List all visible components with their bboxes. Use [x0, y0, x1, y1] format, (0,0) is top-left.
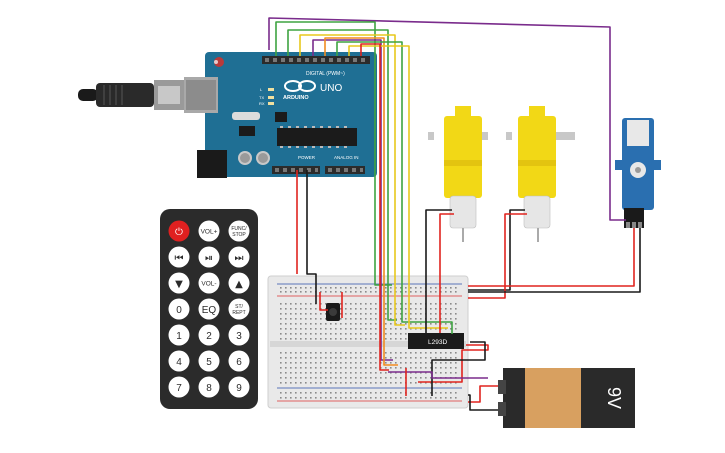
remote-button-7[interactable]: 7 — [168, 376, 190, 398]
arduino-model: UNO — [320, 83, 342, 94]
remote-button-9[interactable]: 9 — [228, 376, 250, 398]
led-label-l: L — [260, 87, 263, 92]
remote-play-pause-button[interactable]: ⏯ — [198, 246, 220, 268]
battery-label: 9V — [604, 387, 624, 409]
remote-button-eq[interactable]: EQ — [198, 298, 220, 320]
wire-red-battery — [468, 385, 498, 403]
remote-button-5[interactable]: 5 — [198, 350, 220, 372]
wire-red-ir — [319, 292, 328, 311]
remote-button-label: 7 — [176, 383, 182, 394]
remote-button-label: REPT — [232, 310, 245, 316]
led-label-tx: TX — [259, 95, 264, 100]
down-icon: ▼ — [175, 279, 183, 290]
remote-button-8[interactable]: 8 — [198, 376, 220, 398]
arduino-brand: ARDUINO — [283, 95, 309, 101]
dc-motor-left — [428, 106, 488, 242]
remote-button-label: 6 — [236, 357, 242, 368]
power-header — [272, 166, 320, 174]
wire-green-3 — [336, 41, 453, 334]
remote-fast-forward-button[interactable]: ⏭ — [228, 246, 250, 268]
rewind-icon: ⏮ — [175, 253, 184, 264]
wire-red-digital — [360, 43, 389, 371]
remote-button-6[interactable]: 6 — [228, 350, 250, 372]
wire-black-gnd — [306, 170, 317, 304]
power-icon: ⏻ — [175, 227, 183, 238]
servo-motor — [615, 118, 661, 228]
remote-button-label: ST/ — [235, 304, 243, 310]
analog-label: ANALOG IN — [334, 155, 359, 160]
wire-black-battery — [468, 394, 498, 411]
l293d-label: L293D — [428, 339, 447, 346]
remote-button-label: EQ — [202, 305, 217, 316]
wire-yellow-1 — [299, 34, 405, 326]
wire-yellow-2 — [348, 45, 448, 329]
remote-button-func-stop[interactable]: FUNC/STOP — [228, 220, 250, 242]
battery-9v: 9V — [498, 368, 635, 428]
arduino-logo — [284, 80, 316, 92]
wire-purple-servo — [268, 17, 626, 221]
wire-purple-bb — [388, 371, 488, 379]
wires — [268, 17, 641, 411]
remote-button-label: FUNC/ — [231, 226, 247, 232]
remote-button-label: VOL+ — [201, 229, 218, 236]
remote-button-label: 9 — [236, 383, 242, 394]
up-icon: ▲ — [235, 279, 243, 290]
play-pause-icon: ⏯ — [205, 253, 213, 264]
breadboard — [267, 275, 469, 409]
remote-button-label: STOP — [232, 232, 246, 238]
ir-remote: ⏻ VOL+ FUNC/STOP ⏮ ⏯ ⏭ ▼ VOL- ▲ 0 EQ ST/REPT 1 2 3 4 5 6 7… — [160, 209, 258, 409]
arduino-uno-board: DIGITAL (PWM~) L TX RX ARDUINO UNO — [184, 52, 377, 178]
wire-red-servo — [468, 228, 635, 287]
ir-receiver — [326, 303, 340, 321]
power-label: POWER — [298, 155, 316, 160]
remote-up-button[interactable]: ▲ — [228, 272, 250, 294]
usb-cable — [78, 80, 184, 110]
reset-button[interactable] — [214, 57, 224, 67]
remote-power-button[interactable]: ⏻ — [168, 220, 190, 242]
remote-button-3[interactable]: 3 — [228, 324, 250, 346]
remote-button-label: 5 — [206, 357, 212, 368]
remote-down-button[interactable]: ▼ — [168, 272, 190, 294]
wire-orange-1 — [324, 37, 398, 366]
remote-button-label: 0 — [176, 305, 182, 316]
dc-motor-right — [506, 106, 575, 242]
remote-button-1[interactable]: 1 — [168, 324, 190, 346]
remote-button-0[interactable]: 0 — [168, 298, 190, 320]
remote-button-2[interactable]: 2 — [198, 324, 220, 346]
remote-button-label: 8 — [206, 383, 212, 394]
remote-button-4[interactable]: 4 — [168, 350, 190, 372]
remote-button-label: 1 — [176, 331, 182, 342]
digital-header-label: DIGITAL (PWM~) — [306, 71, 345, 77]
led-label-rx: RX — [259, 101, 265, 106]
remote-button-st-rept[interactable]: ST/REPT — [228, 298, 250, 320]
remote-button-label: VOL- — [201, 281, 216, 288]
remote-button-label: 4 — [176, 357, 182, 368]
wire-black-servo — [468, 228, 641, 293]
wire-green-2 — [287, 29, 397, 321]
atmega-chip — [277, 128, 357, 146]
wire-red-motor-right — [468, 213, 527, 299]
remote-button-label: 2 — [206, 331, 212, 342]
wire-black-motor-left — [425, 209, 452, 333]
remote-button-vol-[interactable]: VOL- — [198, 272, 220, 294]
l293d-chip: L293D — [408, 333, 464, 349]
wire-purple-2 — [312, 39, 393, 361]
fast-forward-icon: ⏭ — [235, 253, 244, 264]
remote-rewind-button[interactable]: ⏮ — [168, 246, 190, 268]
wire-black-motor-right — [468, 209, 525, 291]
wire-red-motor-left — [439, 213, 454, 333]
remote-button-vol-[interactable]: VOL+ — [198, 220, 220, 242]
remote-button-label: 3 — [236, 331, 242, 342]
